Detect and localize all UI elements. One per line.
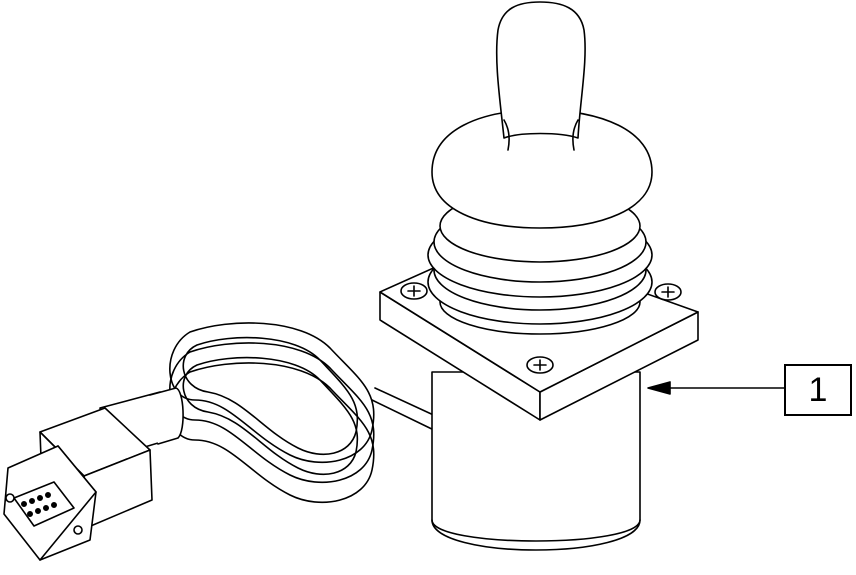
mounting-screw xyxy=(400,282,428,300)
callout-leader-arrow xyxy=(647,381,785,395)
callout-box: 1 xyxy=(784,364,852,416)
coiled-cable xyxy=(124,322,441,503)
joystick-cylinder-housing xyxy=(431,371,641,551)
callout-label: 1 xyxy=(808,371,828,409)
dsub-connector xyxy=(3,387,184,561)
joystick-knob xyxy=(431,109,653,229)
mounting-screw xyxy=(526,356,554,374)
joystick-handle xyxy=(495,1,586,151)
mounting-screw xyxy=(654,283,682,301)
